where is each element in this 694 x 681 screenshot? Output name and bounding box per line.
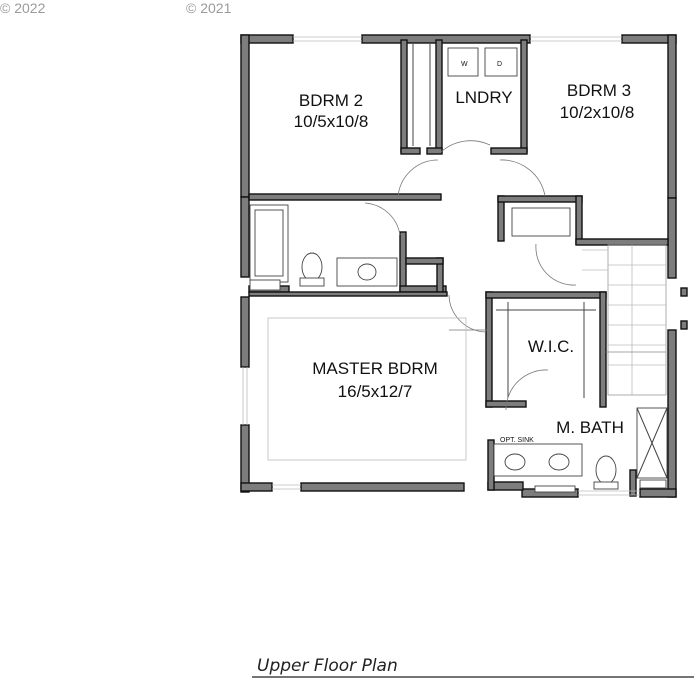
master-bath-fixtures: OPT. SINK bbox=[493, 407, 668, 493]
bdrm2-name: BDRM 2 bbox=[299, 91, 363, 110]
plan-caption: Upper Floor Plan bbox=[257, 656, 398, 676]
dryer-label: D bbox=[497, 61, 502, 68]
lndry-name: LNDRY bbox=[455, 88, 512, 107]
door-swings bbox=[364, 140, 577, 411]
opt-sink-label: OPT. SINK bbox=[500, 437, 534, 444]
wic-name: W.I.C. bbox=[528, 337, 574, 356]
master-tray bbox=[267, 317, 467, 461]
mbath-name: M. BATH bbox=[556, 418, 624, 437]
master-name: MASTER BDRM bbox=[312, 359, 438, 378]
windows bbox=[242, 36, 640, 496]
copyright-right: © 2021 bbox=[186, 0, 232, 16]
bdrm2-size: 10/5x10/8 bbox=[294, 112, 369, 131]
washer-label: W bbox=[461, 61, 468, 68]
stairs bbox=[582, 244, 667, 396]
laundry-machines: W D bbox=[447, 47, 518, 77]
copyright-left: © 2022 bbox=[0, 0, 46, 16]
master-size: 16/5x12/7 bbox=[338, 382, 413, 401]
bdrm3-name: BDRM 3 bbox=[567, 81, 631, 100]
bdrm3-size: 10/2x10/8 bbox=[560, 103, 635, 122]
hall-bath-fixtures bbox=[249, 204, 398, 291]
room-labels: BDRM 2 10/5x10/8 LNDRY BDRM 3 10/2x10/8 … bbox=[294, 81, 635, 437]
